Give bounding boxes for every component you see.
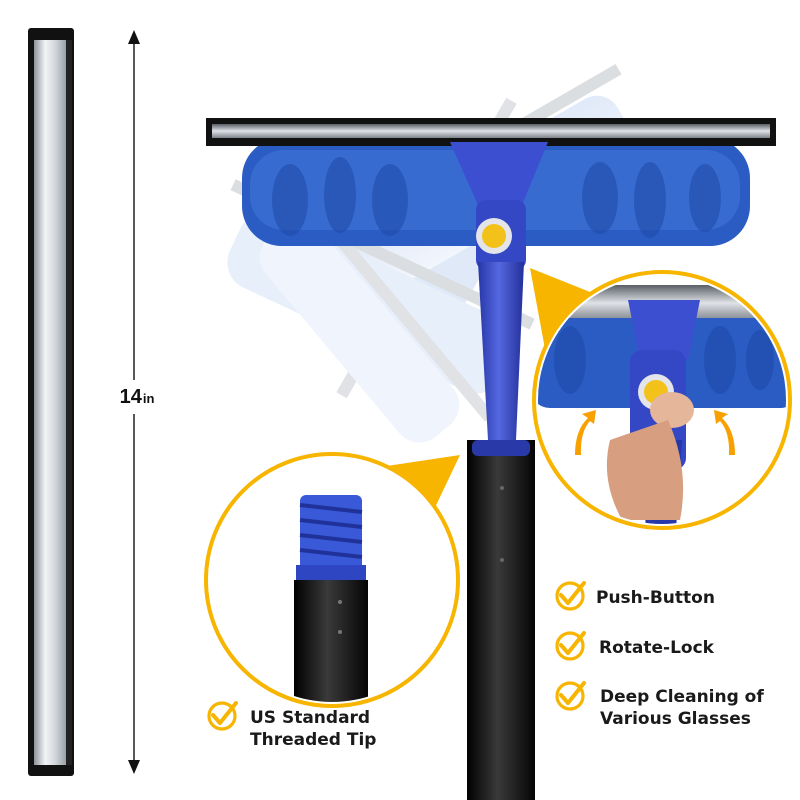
side-blade	[28, 28, 74, 776]
dimension-label: 14in	[102, 380, 172, 414]
feature-deep-cleaning-line1: Deep Cleaning of	[600, 687, 764, 707]
tip-callout-line1: US Standard	[250, 708, 371, 728]
tip-callout-line2: Threaded Tip	[250, 730, 377, 750]
check-circle-icon	[207, 701, 238, 731]
rotate-arrow-icon	[714, 410, 735, 455]
threaded-tip-detail	[204, 452, 460, 708]
push-button-detail	[532, 270, 792, 530]
dimension-value: 14	[119, 386, 142, 408]
feature-rotate-lock: Rotate-Lock	[599, 638, 714, 658]
check-circle-icon	[555, 631, 586, 661]
tip-callout: US Standard Threaded Tip	[250, 707, 376, 751]
feature-push-button: Push-Button	[596, 588, 715, 608]
check-circle-icon	[555, 581, 586, 611]
feature-deep-cleaning-line2: Various Glasses	[600, 709, 751, 729]
dimension-unit: in	[142, 391, 155, 406]
check-circle-icon	[555, 681, 586, 711]
squeegee-head	[206, 118, 776, 456]
feature-deep-cleaning: Deep Cleaning of Various Glasses	[600, 686, 764, 730]
pole	[467, 440, 535, 800]
rotate-arrow-icon	[575, 410, 596, 455]
